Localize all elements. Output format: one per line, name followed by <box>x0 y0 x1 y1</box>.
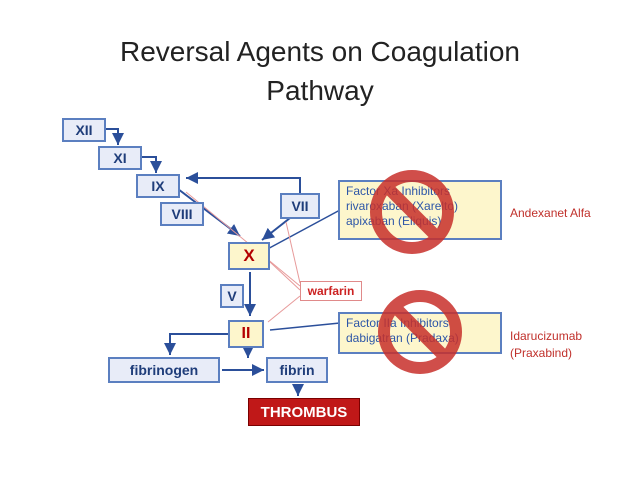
fibrinogen-box: fibrinogen <box>108 357 220 383</box>
warfarin-box: warfarin <box>300 281 362 301</box>
idarucizumab-label: Idarucizumab (Praxabind) <box>510 328 582 362</box>
slide-title-line-1: Reversal Agents on Coagulation <box>119 36 521 67</box>
arrow-vii-to-ix <box>186 172 301 194</box>
factor-x-box: X <box>228 242 270 270</box>
andexanet-alfa-label: Andexanet Alfa <box>510 206 591 220</box>
fibrin-box: fibrin <box>266 357 328 383</box>
thrombus-box: THROMBUS <box>248 398 360 426</box>
factor-xi-box: XI <box>98 146 142 170</box>
line-iia-inhibitor-to-ii <box>269 322 341 331</box>
arrow-vii-to-x <box>261 217 291 241</box>
prohibition-sign-iia-icon <box>378 290 462 374</box>
factor-iia-inhibitor-box: Factor IIa Inhibitors dabigatran (Pradax… <box>338 312 502 354</box>
factor-ii-box: II <box>228 320 264 348</box>
factor-ix-box: IX <box>136 174 180 198</box>
warfarin-line-ix <box>185 191 301 287</box>
arrow-xii-to-xi <box>106 128 124 145</box>
prohibition-sign-xa-icon <box>370 170 454 254</box>
warfarin-line-x <box>269 261 301 291</box>
warfarin-line-vii <box>285 221 301 284</box>
arrow-ii-to-fibrinogen <box>164 333 234 355</box>
idarucizumab-name: Idarucizumab <box>510 329 583 343</box>
arrow-xi-to-ix <box>142 156 162 173</box>
slide-title: Reversal Agents on Coagulation Pathway <box>60 32 580 110</box>
praxabind-name: (Praxabind) <box>510 346 573 360</box>
slide-title-line-2: Pathway <box>266 75 374 106</box>
factor-vii-box: VII <box>280 193 320 219</box>
factor-iia-inhibitor-title: Factor IIa Inhibitors <box>346 316 449 330</box>
factor-viii-box: VIII <box>160 202 204 226</box>
warfarin-line-ii <box>267 295 301 323</box>
factor-v-box: V <box>220 284 244 308</box>
line-xa-inhibitor-to-x <box>261 209 341 253</box>
factor-xii-box: XII <box>62 118 106 142</box>
